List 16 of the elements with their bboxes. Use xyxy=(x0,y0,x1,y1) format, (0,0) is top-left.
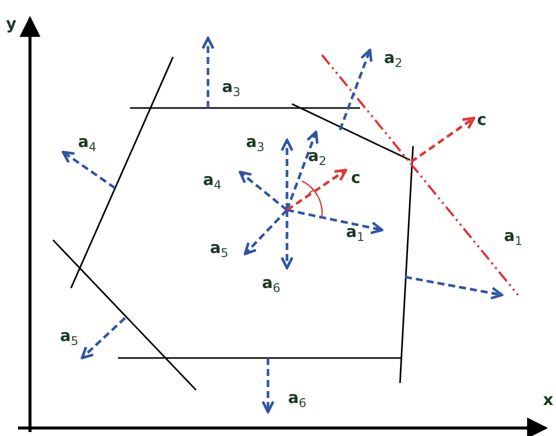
vector-label: a$_{1}$ xyxy=(346,224,364,244)
vector-label: c xyxy=(477,112,486,128)
vector-label: c xyxy=(351,170,360,186)
vector-label: a$_{5}$ xyxy=(210,240,228,260)
vector-label: a$_{2}$ xyxy=(308,148,326,168)
vector-label: a$_{1}$ xyxy=(504,228,522,248)
vector-label: y xyxy=(6,16,16,32)
vector-label: a$_{4}$ xyxy=(203,172,222,192)
vector-label: a$_{6}$ xyxy=(262,275,280,294)
vector-label: x xyxy=(543,392,554,408)
vector-label: a$_{2}$ xyxy=(384,50,402,70)
vector-label: a$_{6}$ xyxy=(288,390,306,410)
vector-label: a$_{3}$ xyxy=(222,79,240,98)
vector-label: a$_{4}$ xyxy=(78,134,96,154)
vector-label: a$_{3}$ xyxy=(246,134,264,154)
vector-label: a$_{5}$ xyxy=(60,328,78,348)
